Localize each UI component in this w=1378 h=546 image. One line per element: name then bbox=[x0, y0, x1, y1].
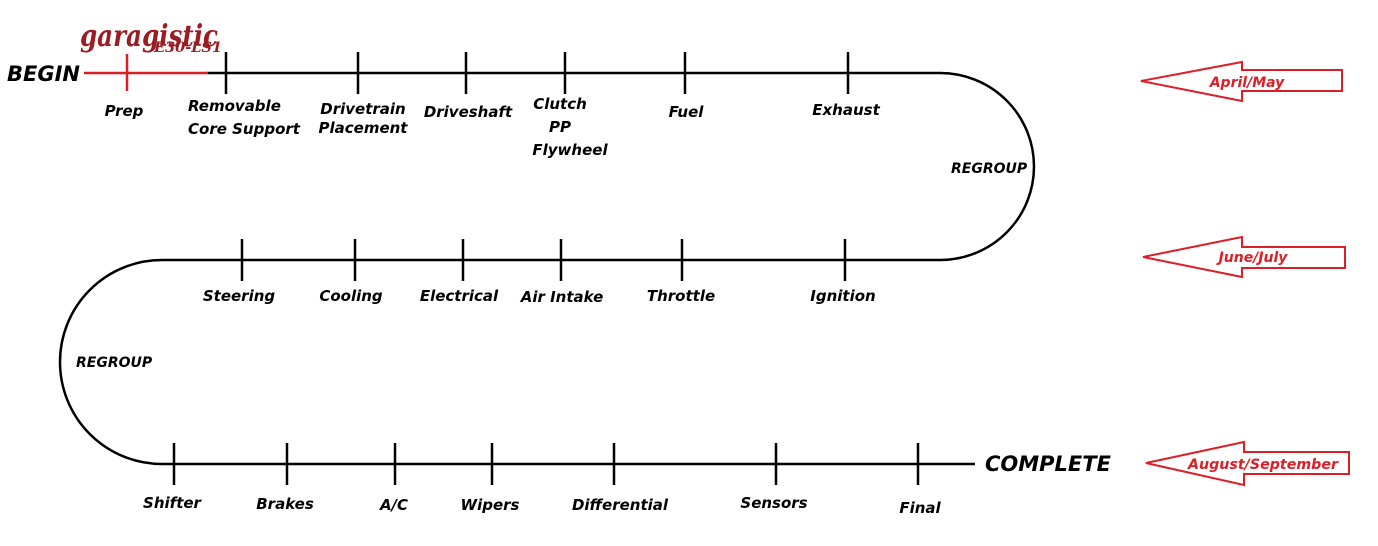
milestone-cooling: Cooling bbox=[319, 287, 383, 305]
logo-subtitle: E30-LS1 bbox=[153, 40, 222, 56]
schedule-arrow-august-september: August/September bbox=[1145, 440, 1350, 487]
milestone-clutch-line-1: Clutch bbox=[533, 95, 587, 113]
milestone-air-intake: Air Intake bbox=[520, 288, 604, 306]
milestone-brakes: Brakes bbox=[256, 495, 314, 513]
milestone-electrical: Electrical bbox=[420, 287, 499, 305]
row-1-ticks bbox=[224, 52, 850, 94]
milestone-ac: A/C bbox=[379, 496, 408, 514]
milestone-drivetrain-line-2: Placement bbox=[319, 119, 409, 137]
arrow-label-june-july: June/July bbox=[1216, 250, 1289, 266]
arrow-shape-april-may bbox=[1140, 60, 1343, 103]
milestone-clutch-line-3: Flywheel bbox=[532, 141, 608, 159]
milestone-steering: Steering bbox=[203, 287, 276, 305]
milestone-prep: Prep bbox=[105, 102, 144, 120]
row-3-labels: Shifter Brakes A/C Wipers Differential S… bbox=[143, 494, 941, 517]
regroup-label-left: REGROUP bbox=[76, 355, 153, 371]
row-1-labels: Prep Removable Core Support Drivetrain P… bbox=[105, 95, 881, 159]
milestone-final: Final bbox=[899, 499, 941, 517]
complete-label: COMPLETE bbox=[985, 452, 1112, 476]
begin-label: BEGIN bbox=[7, 62, 80, 86]
schedule-arrow-june-july: June/July bbox=[1142, 235, 1346, 279]
logo-name: garagistic bbox=[80, 19, 218, 54]
regroup-label-right: REGROUP bbox=[951, 161, 1028, 177]
arrow-shape-august-september bbox=[1145, 440, 1350, 487]
milestone-differential: Differential bbox=[572, 496, 669, 514]
garagistic-logo: garagistic E30-LS1 bbox=[80, 19, 222, 56]
milestone-removable-line-1: Removable bbox=[188, 97, 281, 115]
milestone-sensors: Sensors bbox=[740, 494, 807, 512]
milestone-exhaust: Exhaust bbox=[812, 101, 880, 119]
row-2-labels: Steering Cooling Electrical Air Intake T… bbox=[203, 287, 876, 306]
milestone-shifter: Shifter bbox=[143, 494, 202, 512]
timeline-track bbox=[58, 71, 1036, 466]
milestone-driveshaft: Driveshaft bbox=[424, 103, 513, 121]
milestone-ignition: Ignition bbox=[810, 287, 875, 305]
milestone-wipers: Wipers bbox=[461, 496, 520, 514]
row-3-ticks bbox=[172, 443, 920, 485]
milestone-throttle: Throttle bbox=[647, 287, 715, 305]
arrow-shape-june-july bbox=[1142, 235, 1346, 279]
milestone-clutch-line-2: PP bbox=[549, 118, 571, 136]
milestone-drivetrain-line-1: Drivetrain bbox=[320, 100, 405, 118]
row-2-ticks bbox=[240, 239, 847, 281]
arrow-label-august-september: August/September bbox=[1187, 457, 1339, 473]
schedule-arrow-april-may: April/May bbox=[1140, 60, 1343, 103]
milestone-fuel: Fuel bbox=[669, 103, 705, 121]
milestone-removable-line-2: Core Support bbox=[188, 120, 301, 138]
arrow-label-april-may: April/May bbox=[1209, 75, 1285, 91]
